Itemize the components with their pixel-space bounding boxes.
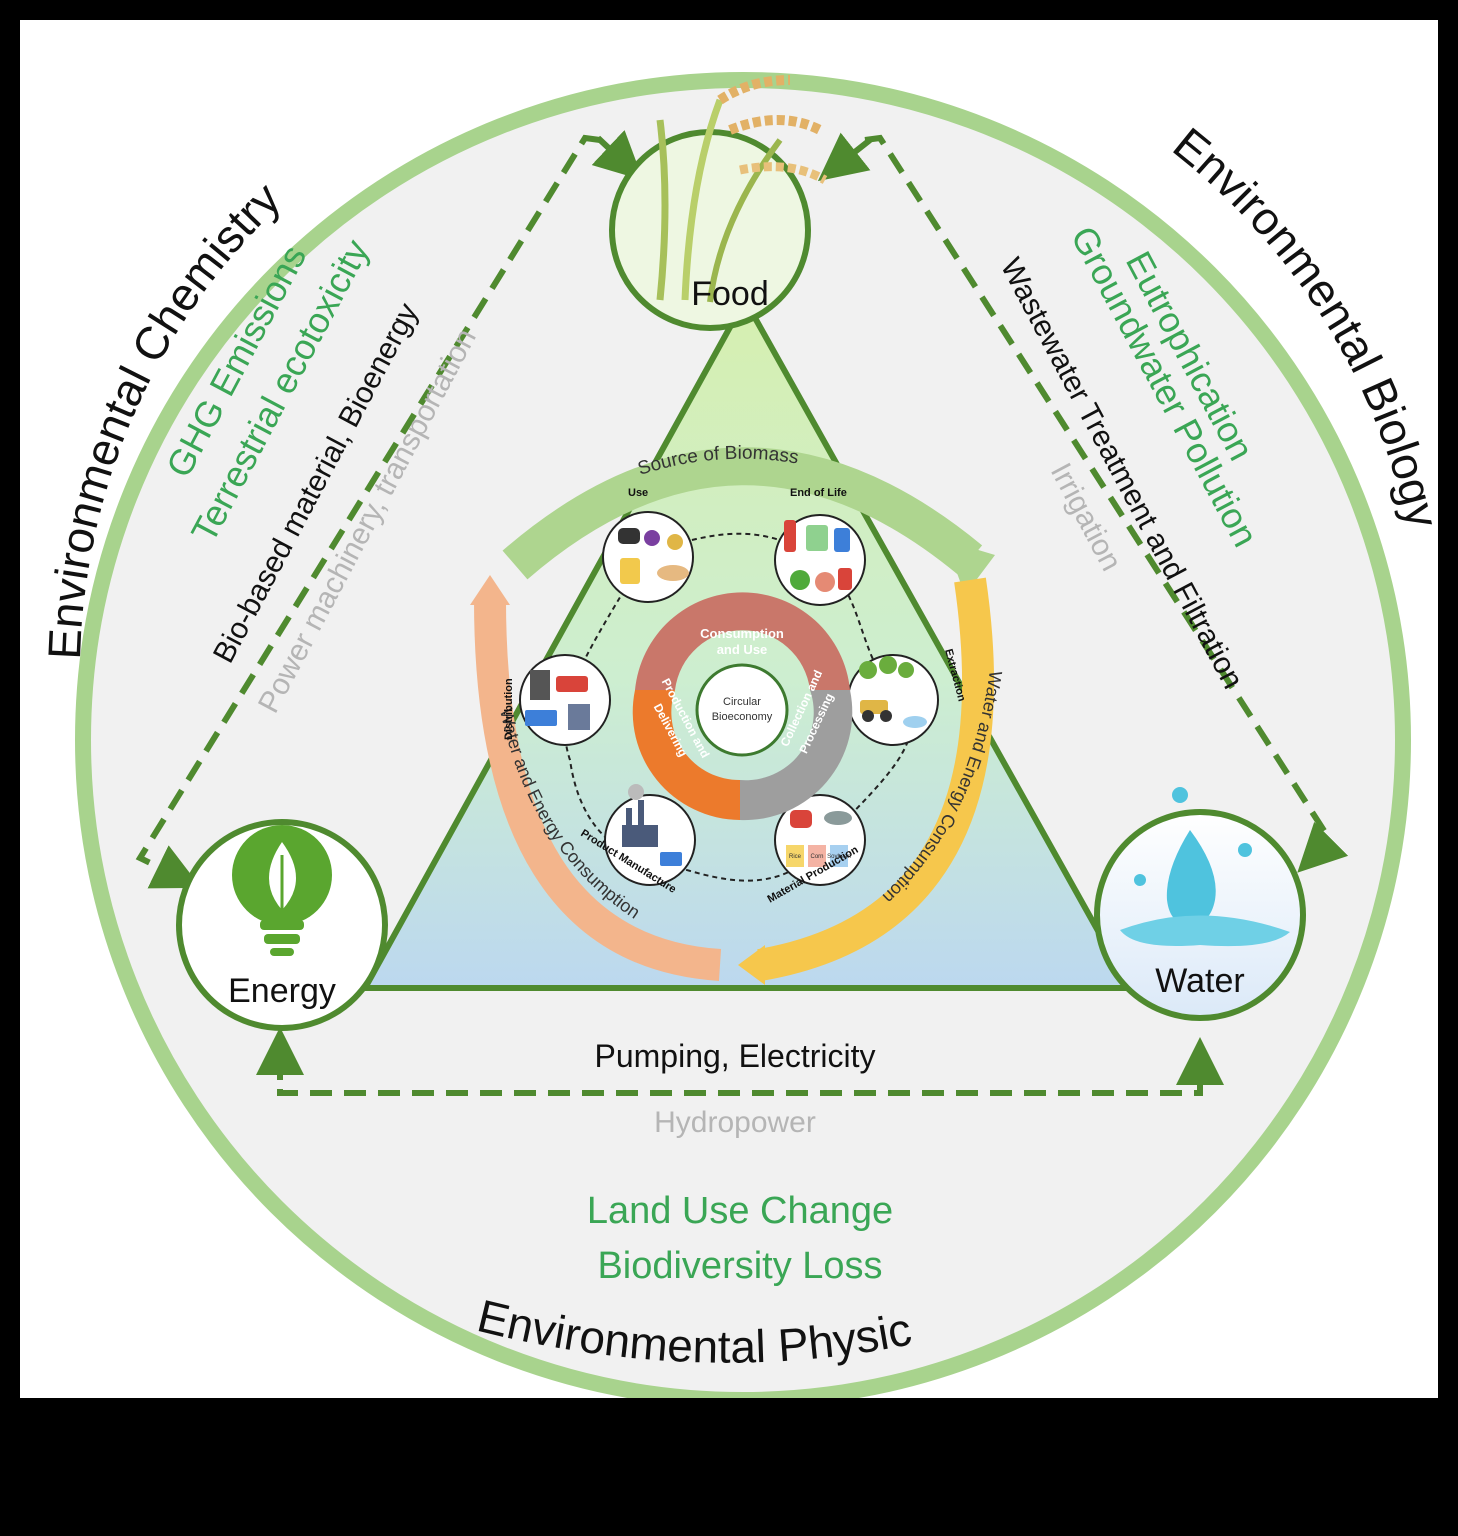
factory-icon [622,825,658,847]
food-node: Food [609,75,828,331]
link-food-water [864,134,1349,873]
apple-icon [815,572,835,592]
right-arrowhead [738,945,765,985]
energy-node: Energy [176,819,388,1031]
core-center-2: Bioeconomy [712,711,773,723]
stage-material-production: Rice Corn Soybean Material Production [766,794,866,906]
stage-end-of-life-label: End of Life [790,487,847,499]
store-icon [568,704,590,730]
red-can-icon [838,568,852,590]
meat-icon [790,810,812,828]
pear-icon [667,534,683,550]
fish-icon [824,811,852,825]
bread-icon [657,565,689,581]
core-consumption-segment [635,592,850,690]
water-label: Water [1155,962,1244,1000]
core-donut: Consumption and Use Collection and Proce… [632,592,853,821]
core-consumption-2: and Use [717,642,768,657]
can-icon [834,528,850,552]
lorry-icon [525,710,557,726]
nexus-diagram: Food Energy Water Environmental Chemistr… [38,72,1449,1408]
nexus-triangle [359,293,1136,991]
building-icon [530,670,550,700]
figure-panel: Food Energy Water Environmental Chemistr… [20,20,1449,1408]
cabbage-icon [790,570,810,590]
core-center-1: Circular [723,696,761,708]
bus-icon [556,676,588,692]
right-consumption-arc [757,577,995,981]
bowl-icon [618,528,640,544]
link-pumping: Pumping, Electricity [595,1038,876,1074]
core-collection-segment [740,690,853,821]
water-node: Water [1094,787,1306,1021]
grapes-icon [644,530,660,546]
stage-distribution: Distribution [503,654,611,746]
source-biomass-arc [502,447,983,580]
food-label: Food [691,275,769,313]
bottle-icon [784,520,796,552]
impact-biodiversity: Biodiversity Loss [597,1245,882,1287]
stage-end-of-life: End of Life [774,487,866,606]
product-soybean: Soybean [827,854,851,860]
left-consumption-arc [474,599,722,981]
stage-use: Use [602,487,694,603]
tree-icon [859,661,877,679]
recycle-bin-icon [806,525,828,551]
stage-distribution-label: Distribution [503,678,515,740]
core-consumption-1: Consumption [700,626,784,641]
source-biomass-arrowhead [945,540,995,595]
water-drop-icon [1120,787,1290,947]
stage-use-label: Use [628,487,648,499]
beer-mug-icon [620,558,640,584]
lightbulb-leaf-icon [232,825,332,956]
energy-label: Energy [228,972,336,1010]
pond-icon [903,716,927,728]
impact-land-use: Land Use Change [587,1190,893,1232]
product-rice: Rice [789,854,802,860]
product-corn: Corn [810,854,823,860]
left-arrowhead [470,575,510,605]
link-hydropower: Hydropower [654,1106,816,1139]
truck-icon [660,852,682,866]
rice-plant-icon [656,75,828,303]
core-center [695,663,789,757]
core-production-segment [632,690,740,820]
dashed-links [135,129,1349,1096]
